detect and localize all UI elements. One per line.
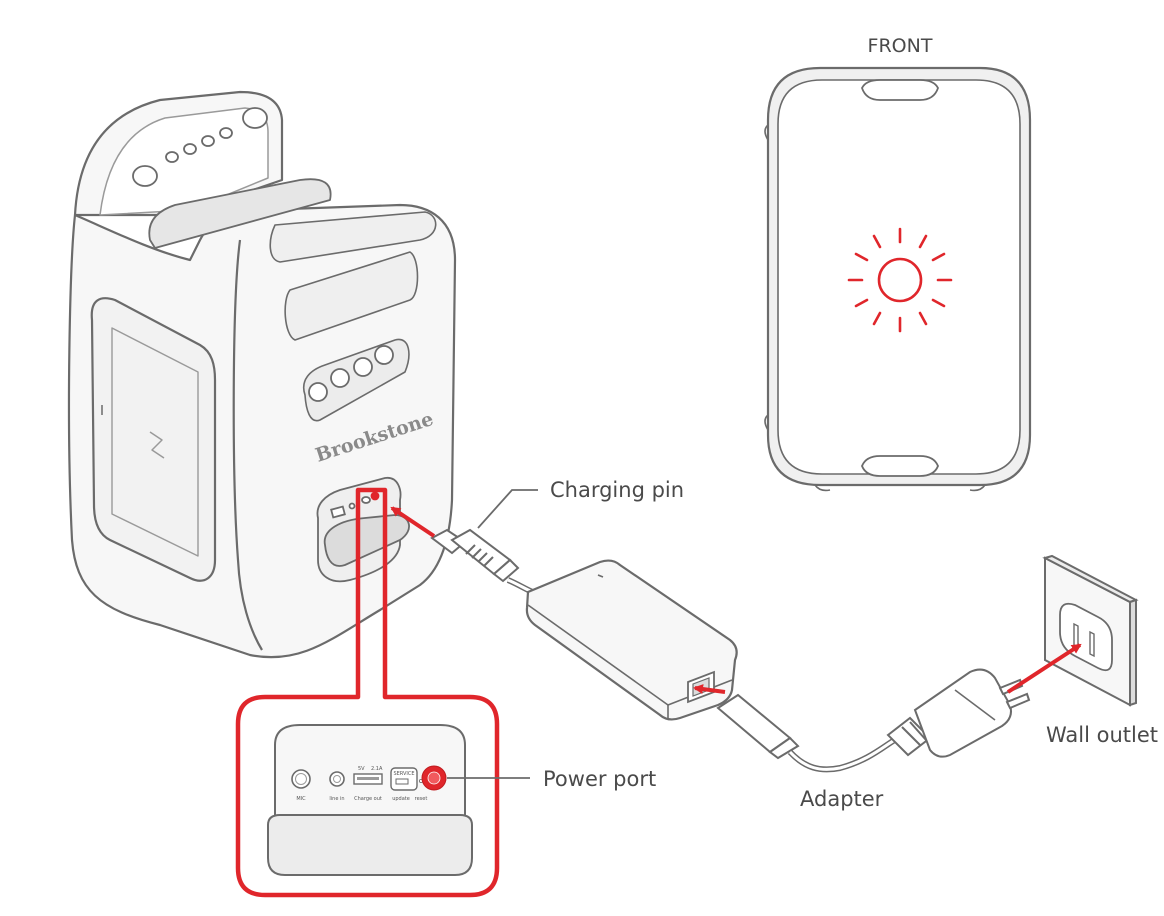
front-label: FRONT — [868, 35, 933, 57]
label-usb-2-1a: 2.1A — [371, 766, 383, 772]
line-in-port — [329, 771, 345, 787]
adapter-cable-dc — [430, 528, 541, 598]
red-arrows — [390, 506, 1082, 695]
label-mic: MIC — [296, 796, 306, 802]
light-indicator-icon — [847, 227, 953, 333]
speaker-front-view — [764, 66, 1032, 492]
arrow-adapter-inlet — [693, 684, 726, 695]
mic-port — [291, 769, 311, 789]
ac-cord — [716, 668, 1031, 773]
arrow-wall-outlet — [1006, 643, 1082, 694]
speaker-knobs — [308, 345, 394, 402]
adapter-label: Adapter — [800, 787, 884, 811]
label-usb-5v: 5V — [358, 766, 365, 772]
label-update: update — [392, 796, 410, 802]
port-zoom-callout: MIC line in 5V 2.1A Charge out SERVICE u… — [235, 487, 500, 898]
arrow-charging-pin — [390, 506, 436, 538]
power-port-label: Power port — [543, 767, 656, 791]
label-line-in: line in — [329, 796, 344, 802]
charging-pin-label: Charging pin — [550, 478, 684, 502]
label-charge-out: Charge out — [354, 796, 382, 802]
wall-outlet — [1042, 554, 1139, 707]
speaker-top-buttons — [132, 107, 268, 187]
label-service: SERVICE — [393, 771, 414, 777]
leader-lines — [447, 489, 538, 779]
speaker-illustration — [67, 90, 457, 659]
power-adapter — [525, 559, 738, 721]
speaker-port-recess — [316, 477, 410, 583]
label-reset: reset — [415, 796, 428, 802]
wall-outlet-label: Wall outlet — [1046, 723, 1158, 747]
